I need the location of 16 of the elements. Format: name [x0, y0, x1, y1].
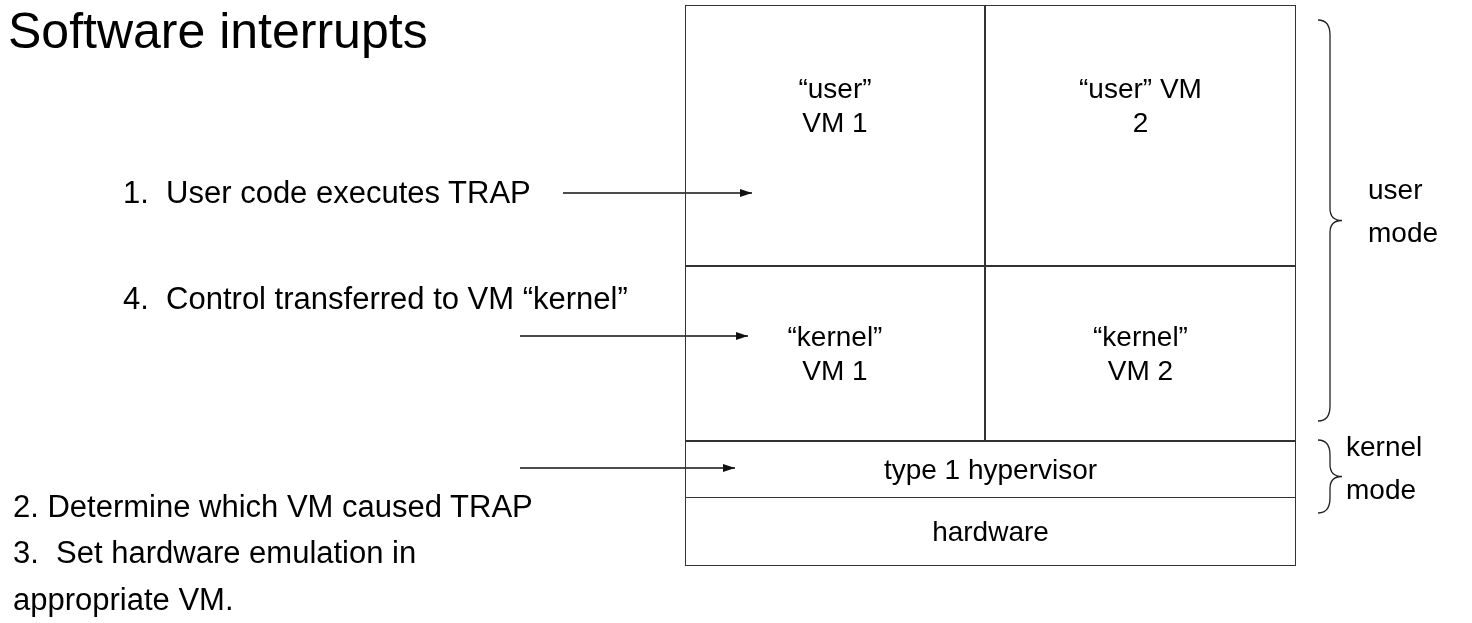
layer-box: hardware	[685, 497, 1296, 566]
layer-box: “kernel” VM 2	[985, 266, 1296, 441]
step-note: 3. Set hardware emulation in appropriate VM.	[13, 534, 418, 619]
title: Software interrupts	[8, 2, 428, 60]
layer-box: “user” VM 2	[985, 5, 1296, 266]
step-note: 1. User code executes TRAP	[123, 170, 563, 218]
mode-label: kernel mode	[1346, 430, 1424, 508]
mode-label: user mode	[1368, 173, 1440, 251]
layer-box: “kernel” VM 1	[685, 266, 985, 441]
arrow	[519, 332, 749, 340]
layer-box: type 1 hypervisor	[685, 441, 1296, 498]
arrow	[519, 464, 736, 472]
step-note: 4. Control transferred to VM “kernel”	[123, 276, 683, 336]
arrow	[562, 189, 753, 197]
step-note: 2. Determine which VM caused TRAP	[13, 487, 534, 526]
layer-box: “user” VM 1	[685, 5, 985, 266]
